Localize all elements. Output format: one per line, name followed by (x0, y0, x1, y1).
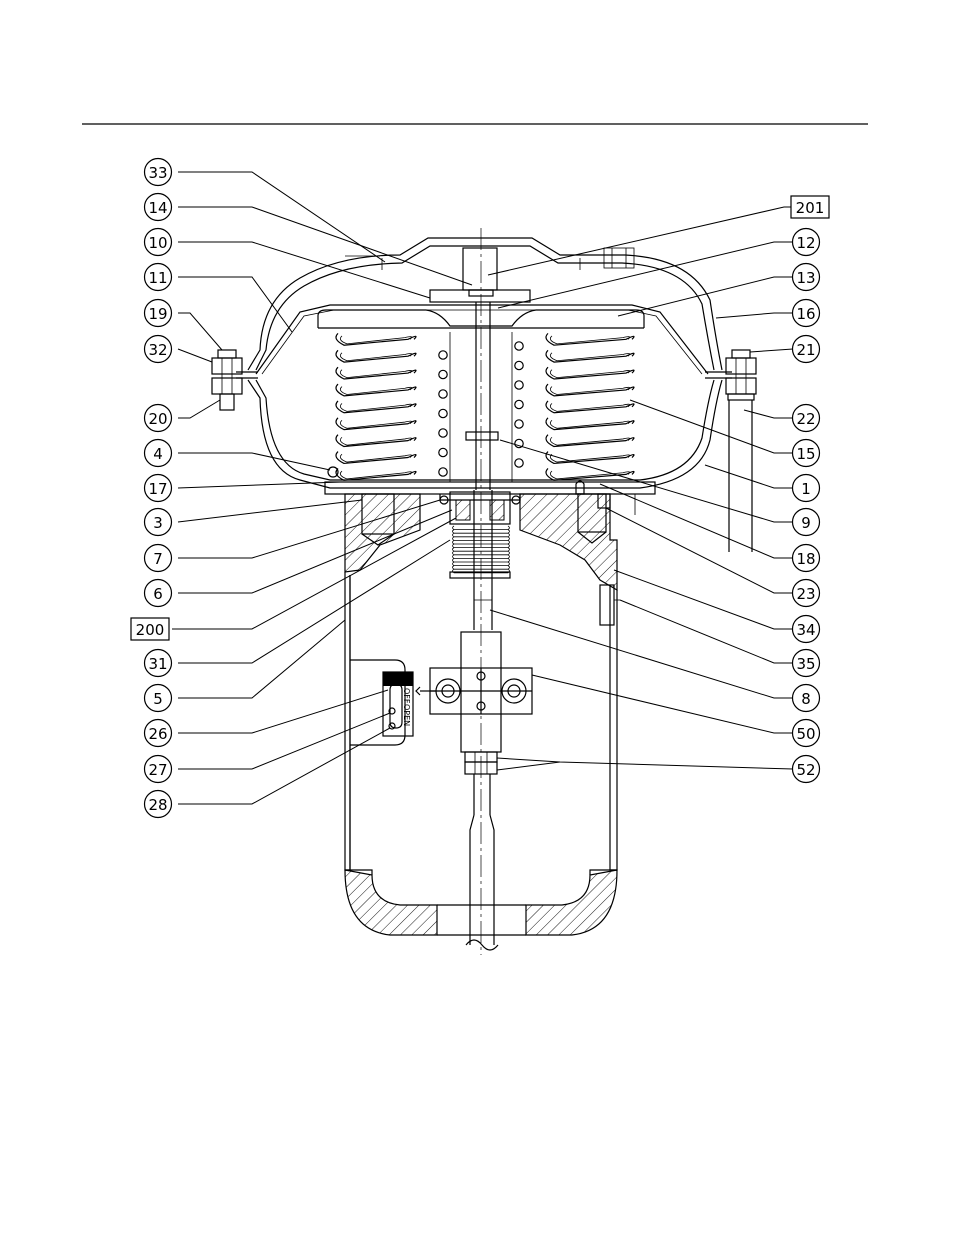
callout-3: 3 (145, 509, 172, 536)
callout-4: 4 (145, 440, 172, 467)
callout-label: 1 (801, 480, 811, 498)
callout-19: 19 (145, 300, 172, 327)
callout-50: 50 (793, 720, 820, 747)
callout-6: 6 (145, 580, 172, 607)
outer-spring-left (336, 333, 416, 480)
callout-9: 9 (793, 509, 820, 536)
callout-label: 5 (153, 690, 163, 708)
callout-label: 17 (148, 480, 167, 498)
gauge-label-open: OPEN (402, 704, 411, 726)
callout-16: 16 (793, 300, 820, 327)
callout-label: 200 (136, 621, 165, 639)
callout-label: 201 (796, 199, 825, 217)
callout-label: 32 (148, 341, 167, 359)
callout-label: 26 (148, 725, 167, 743)
callout-10: 10 (145, 229, 172, 256)
callout-label: 23 (796, 585, 815, 603)
valve-stem (466, 774, 498, 950)
callout-14: 14 (145, 194, 172, 221)
callout-33: 33 (145, 159, 172, 186)
outer-spring-right (546, 333, 634, 480)
callout-200: 200 (131, 618, 169, 640)
bolt-cover-tube (729, 400, 752, 552)
callout-11: 11 (145, 264, 172, 291)
callout-32: 32 (145, 336, 172, 363)
callout-26: 26 (145, 720, 172, 747)
callout-label: 12 (796, 234, 815, 252)
diaphragm-housing (236, 238, 732, 488)
callout-35: 35 (793, 650, 820, 677)
callout-label: 14 (148, 199, 167, 217)
callout-label: 35 (796, 655, 815, 673)
callout-1: 1 (793, 475, 820, 502)
callout-label: 8 (801, 690, 811, 708)
callout-label: 28 (148, 796, 167, 814)
callout-52: 52 (793, 756, 820, 783)
callout-21: 21 (793, 336, 820, 363)
callout-label: 3 (153, 514, 163, 532)
callout-22: 22 (793, 405, 820, 432)
callout-label: 13 (796, 269, 815, 287)
callout-label: 7 (153, 550, 163, 568)
callout-17: 17 (145, 475, 172, 502)
callout-label: 18 (796, 550, 815, 568)
callout-label: 33 (148, 164, 167, 182)
callout-23: 23 (793, 580, 820, 607)
stem-seal-bellows (440, 492, 520, 578)
callout-label: 4 (153, 445, 163, 463)
callout-label: 10 (148, 234, 167, 252)
callout-label: 31 (148, 655, 167, 673)
callout-label: 16 (796, 305, 815, 323)
callout-label: 9 (801, 514, 811, 532)
callout-8: 8 (793, 685, 820, 712)
callout-label: 50 (796, 725, 815, 743)
callout-28: 28 (145, 791, 172, 818)
callout-31: 31 (145, 650, 172, 677)
callout-13: 13 (793, 264, 820, 291)
callout-label: 19 (148, 305, 167, 323)
callout-201: 201 (791, 196, 829, 218)
flange-bolt-left (212, 350, 242, 410)
callout-27: 27 (145, 756, 172, 783)
flange-bolt-right (726, 350, 756, 400)
callout-20: 20 (145, 405, 172, 432)
callout-label: 27 (148, 761, 167, 779)
callout-label: 21 (796, 341, 815, 359)
callout-label: 34 (796, 621, 815, 639)
callout-34: 34 (793, 616, 820, 643)
callout-12: 12 (793, 229, 820, 256)
stem-coupling-block (416, 632, 532, 752)
callout-label: 15 (796, 445, 815, 463)
callout-label: 20 (148, 410, 167, 428)
callout-label: 6 (153, 585, 163, 603)
callout-7: 7 (145, 545, 172, 572)
gauge-label-off: OFF (402, 688, 411, 704)
callout-5: 5 (145, 685, 172, 712)
callout-18: 18 (793, 545, 820, 572)
callout-label: 22 (796, 410, 815, 428)
callout-label: 11 (148, 269, 167, 287)
callout-label: 52 (796, 761, 815, 779)
callout-15: 15 (793, 440, 820, 467)
